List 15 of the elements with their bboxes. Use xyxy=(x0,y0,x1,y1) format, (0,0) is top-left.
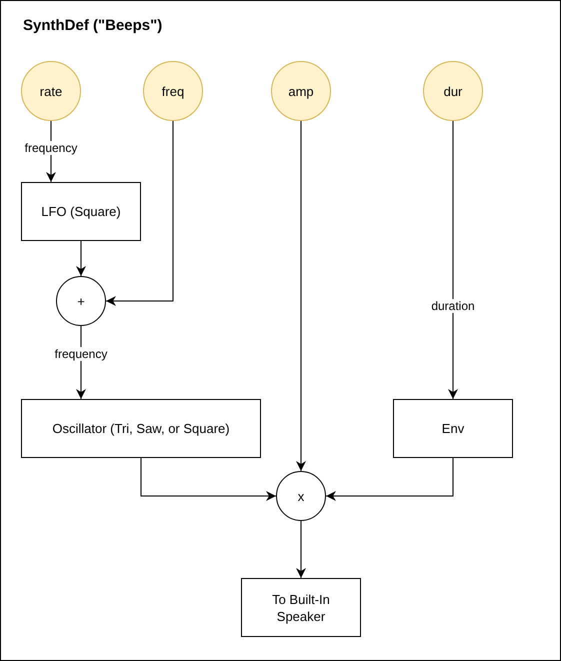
process-box: LFO (Square) xyxy=(21,182,141,241)
edge-label: frequency xyxy=(24,141,78,155)
arrow xyxy=(76,240,86,276)
process-box: Env xyxy=(393,399,513,458)
arrow xyxy=(140,458,276,501)
arrow xyxy=(296,520,306,578)
diagram-title: SynthDef ("Beeps") xyxy=(23,16,162,36)
arrow xyxy=(448,120,458,400)
arrow xyxy=(296,120,306,472)
arrow xyxy=(106,120,174,306)
process-box: To Built-In Speaker xyxy=(241,578,361,637)
edge-label: frequency xyxy=(54,347,108,361)
process-box: Oscillator (Tri, Saw, or Square) xyxy=(21,399,261,458)
edge-label: duration xyxy=(431,299,475,313)
arrow xyxy=(326,458,454,501)
